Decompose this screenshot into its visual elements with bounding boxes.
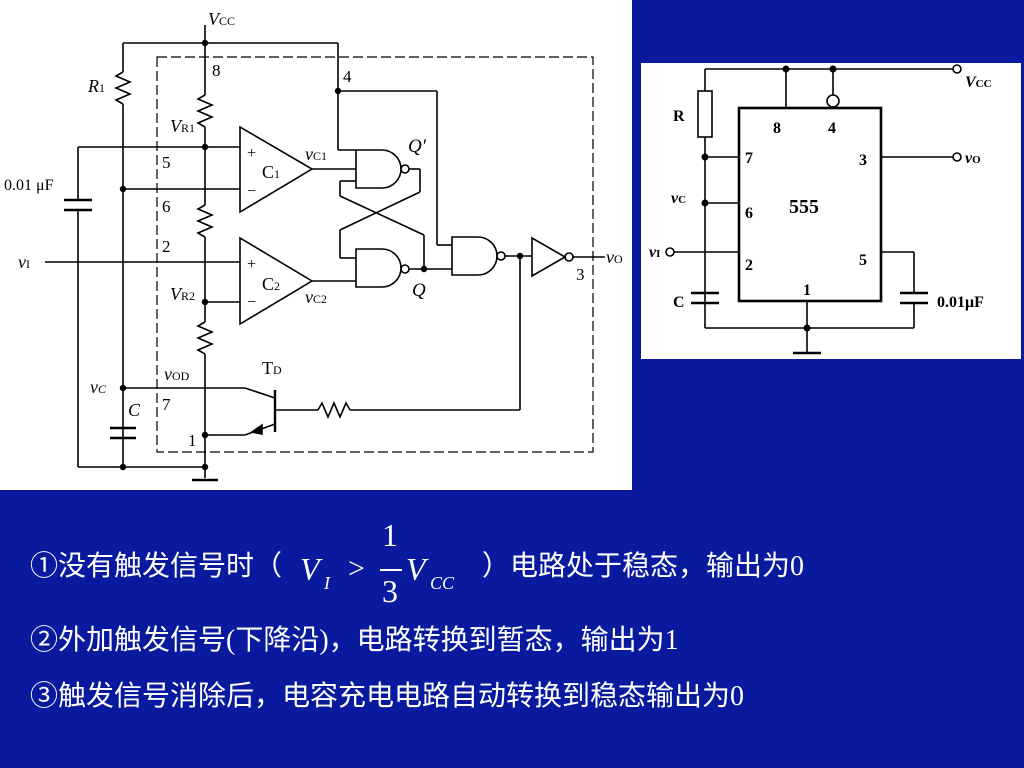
chip-vi-label: vI (649, 244, 660, 261)
vcc-label: VCC (208, 9, 235, 29)
chip-pin5: 5 (859, 252, 867, 269)
pin2-label: 2 (162, 237, 171, 256)
pin8-label: 8 (212, 61, 221, 80)
chip-diagram: VCC R 8 4 7 3 6 2 5 1 555 vO vC vI C 0.0… (641, 63, 1021, 359)
vc-label: vC (90, 377, 107, 397)
c2-minus: − (247, 294, 256, 311)
vod-label: vOD (164, 364, 190, 384)
chip-vcc-label: VCC (965, 74, 992, 91)
chip-pin4: 4 (828, 120, 836, 137)
note-2: ②外加触发信号(下降沿)，电路转换到暂态，输出为1 (30, 625, 679, 656)
chip-cap-001-label: 0.01μF (937, 294, 984, 311)
pin6-label: 6 (162, 197, 171, 216)
chip-555-body (737, 106, 883, 303)
fraction-bar (380, 568, 403, 571)
pin3-label: 3 (576, 265, 585, 284)
chip-vc-label: vC (671, 190, 686, 207)
note-1-before: ①没有触发信号时（ (30, 551, 283, 582)
chip-pin2: 2 (745, 257, 753, 274)
cap-001-label: 0.01 μF (4, 177, 54, 194)
note-3: ③触发信号消除后，电容充电电路自动转换到稳态输出为0 (30, 681, 745, 712)
vc2-label: vC2 (305, 287, 327, 307)
vc1-label: vC1 (305, 144, 327, 164)
r1-label: R1 (87, 76, 105, 96)
c1-minus: − (247, 183, 256, 200)
q-label: Q (412, 280, 426, 301)
c1-plus: + (247, 145, 256, 162)
qprime-label: Q′ (408, 136, 427, 157)
chip-r-label: R (673, 108, 685, 125)
chip-pin3: 3 (859, 152, 867, 169)
chip-c-label: C (673, 294, 685, 311)
c2-label: C2 (262, 274, 280, 294)
chip-name: 555 (789, 196, 819, 218)
note-1-after: ）电路处于稳态，输出为0 (482, 551, 805, 582)
chip-pin7: 7 (745, 150, 753, 167)
pin4-label: 4 (343, 67, 352, 86)
vo-label: vO (606, 247, 623, 267)
cap-c-label: C (128, 400, 141, 420)
chip-vo-label: vO (965, 150, 981, 167)
chip-pin8: 8 (773, 120, 781, 137)
td-label: TD (262, 358, 282, 378)
c2-plus: + (247, 256, 256, 273)
chip-svg: VCC R 8 4 7 3 6 2 5 1 555 vO vC vI C 0.0… (649, 64, 992, 355)
pin5-label: 5 (162, 153, 171, 172)
c1-label: C1 (262, 162, 280, 182)
chip-pin6: 6 (745, 205, 753, 222)
chip-boundary (156, 56, 594, 453)
vi-label: vI (18, 252, 30, 272)
vr2-label: VR2 (170, 284, 195, 304)
chip-pin1: 1 (803, 282, 811, 299)
vr1-label: VR1 (170, 116, 195, 136)
circuit-svg: VCC R1 0.01 μF VR1 VR2 8 4 5 6 2 7 1 3 +… (4, 9, 623, 482)
pin7-label: 7 (162, 395, 171, 414)
circuit-diagram: VCC R1 0.01 μF VR1 VR2 8 4 5 6 2 7 1 3 +… (0, 0, 632, 490)
pin1-label: 1 (188, 431, 197, 450)
